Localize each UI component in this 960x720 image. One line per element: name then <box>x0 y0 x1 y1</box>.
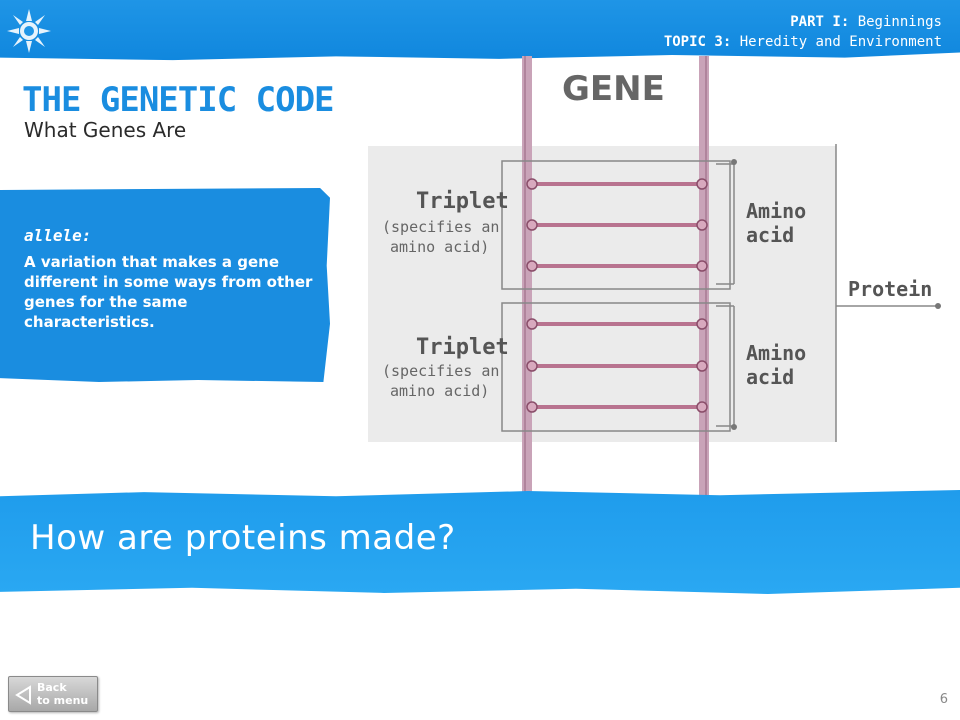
header-topic-prefix: TOPIC 3: <box>663 34 732 50</box>
triplet-box-2 <box>501 302 731 432</box>
gene-strand-right <box>699 56 709 516</box>
triplet-note-1a: (specifies an <box>382 218 499 236</box>
gene-diagram: GENE <box>368 56 941 516</box>
amino-bracket-1 <box>716 163 735 285</box>
header-breadcrumb: PART I: Beginnings TOPIC 3: Heredity and… <box>664 12 942 52</box>
header-topic-line: TOPIC 3: Heredity and Environment <box>664 32 942 52</box>
gene-label: GENE <box>562 69 665 109</box>
amino-label-1b: acid <box>746 223 794 247</box>
diagram-panel <box>368 146 836 442</box>
back-to-menu-button[interactable]: Back to menu <box>8 676 98 712</box>
question-text: How are proteins made? <box>30 518 456 558</box>
page-title: THE GENETIC CODE <box>22 80 335 120</box>
definition-box <box>0 188 330 382</box>
amino-label-2a: Amino <box>746 341 806 365</box>
header-part-prefix: PART I: <box>790 14 850 30</box>
rungs-triplet-1 <box>526 178 708 272</box>
gene-strand-left <box>522 56 532 516</box>
amino-label-1a: Amino <box>746 199 806 223</box>
header-part-line: PART I: Beginnings <box>664 12 942 32</box>
triplet-note-2a: (specifies an <box>382 362 499 380</box>
triplet-note-2b: amino acid) <box>390 382 489 400</box>
amino-bracket-2 <box>716 305 735 427</box>
triplet-label-1: Triplet <box>416 189 509 214</box>
rungs-triplet-2 <box>526 318 708 413</box>
back-button-label: Back to menu <box>37 681 97 707</box>
triplet-box-1 <box>501 160 731 290</box>
triplet-note-1b: amino acid) <box>390 238 489 256</box>
definition-term: allele: <box>24 226 92 245</box>
triplet-label-2: Triplet <box>416 335 509 360</box>
page-subtitle: What Genes Are <box>24 118 187 142</box>
top-banner <box>0 0 960 61</box>
question-banner <box>0 490 960 594</box>
back-label-line1: Back <box>37 681 67 694</box>
triangle-left-icon <box>15 685 31 705</box>
back-label-line2: to menu <box>37 694 89 707</box>
page-number: 6 <box>939 692 948 707</box>
header-part-name: Beginnings <box>857 14 942 30</box>
sun-logo-icon <box>7 9 51 53</box>
protein-label: Protein <box>848 277 932 301</box>
header-topic-name: Heredity and Environment <box>739 34 942 50</box>
amino-label-2b: acid <box>746 365 794 389</box>
definition-text: A variation that makes a gene different … <box>24 253 313 331</box>
protein-connector <box>835 144 938 442</box>
